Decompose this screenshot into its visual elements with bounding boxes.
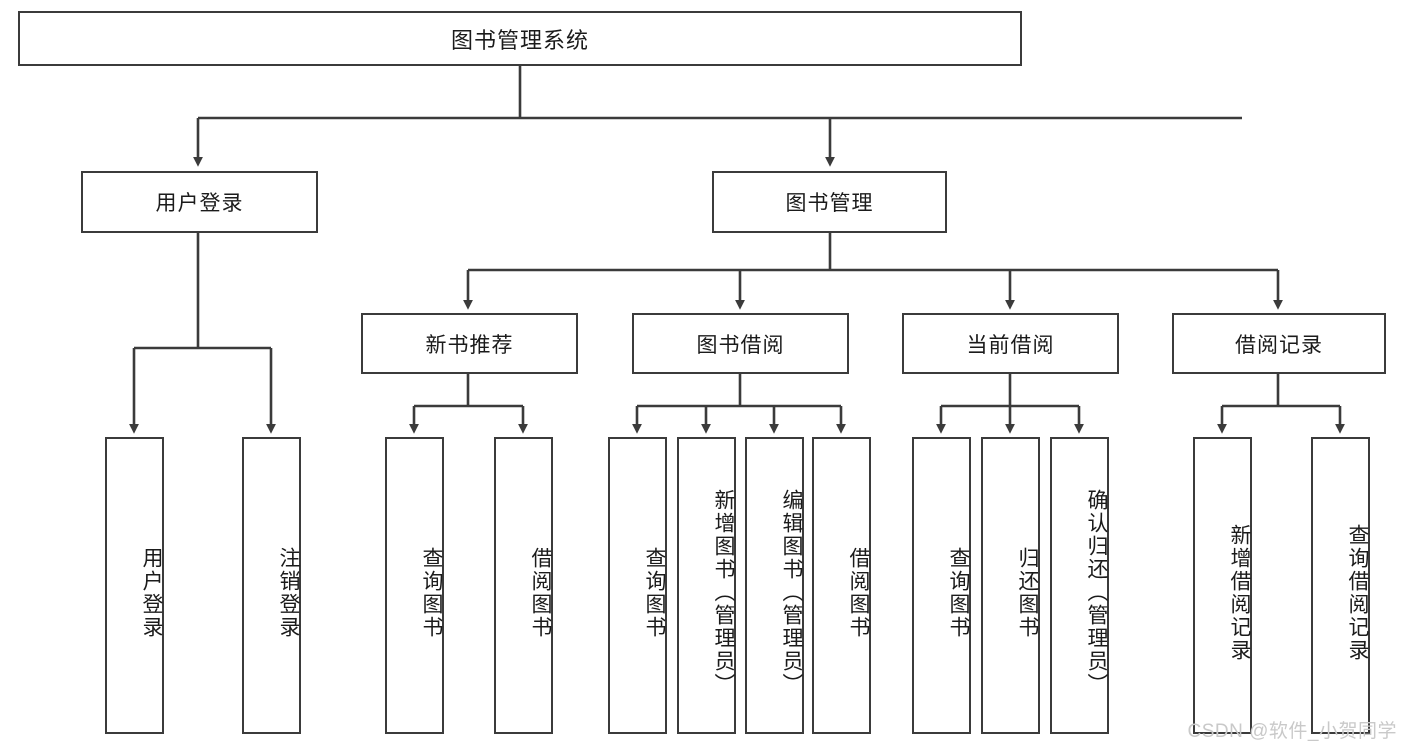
node-user-login[interactable]: 用户登录 (81, 171, 318, 233)
node-label: 用户登录 (140, 546, 163, 639)
leaf-query-book-recommend[interactable]: 查询图书 (385, 437, 444, 734)
node-borrow-records[interactable]: 借阅记录 (1172, 313, 1386, 374)
node-label: 查询图书 (643, 546, 666, 639)
node-label: 编辑图书（管理员） (780, 489, 803, 696)
leaf-query-book-borrow[interactable]: 查询图书 (608, 437, 667, 734)
node-label: 借阅图书 (847, 546, 870, 639)
node-label: 查询借阅记录 (1346, 523, 1369, 662)
leaf-return-book[interactable]: 归还图书 (981, 437, 1040, 734)
leaf-borrow-book-recommend[interactable]: 借阅图书 (494, 437, 553, 734)
node-label: 新增借阅记录 (1228, 523, 1251, 662)
leaf-edit-book-admin[interactable]: 编辑图书（管理员） (745, 437, 804, 734)
leaf-query-borrow-record[interactable]: 查询借阅记录 (1311, 437, 1370, 734)
node-label: 借阅记录 (1235, 333, 1323, 357)
node-label: 图书管理系统 (450, 27, 589, 53)
leaf-add-borrow-record[interactable]: 新增借阅记录 (1193, 437, 1252, 734)
node-book-borrow[interactable]: 图书借阅 (632, 313, 849, 374)
node-book-management[interactable]: 图书管理 (712, 171, 947, 233)
leaf-confirm-return-admin[interactable]: 确认归还（管理员） (1050, 437, 1109, 734)
node-label: 归还图书 (1016, 546, 1039, 639)
node-label: 图书管理 (785, 192, 874, 215)
node-label: 查询图书 (420, 546, 443, 639)
leaf-add-book-admin[interactable]: 新增图书（管理员） (677, 437, 736, 734)
node-label: 查询图书 (947, 546, 970, 639)
node-label: 注销登录 (277, 546, 300, 639)
leaf-user-login[interactable]: 用户登录 (105, 437, 164, 734)
node-new-book-recommend[interactable]: 新书推荐 (361, 313, 578, 374)
node-label: 新增图书（管理员） (712, 489, 735, 696)
node-label: 借阅图书 (529, 546, 552, 639)
node-root-system[interactable]: 图书管理系统 (18, 11, 1022, 66)
node-label: 用户登录 (155, 192, 244, 215)
leaf-borrow-book[interactable]: 借阅图书 (812, 437, 871, 734)
node-label: 当前借阅 (966, 333, 1055, 357)
node-label: 新书推荐 (425, 333, 514, 357)
node-current-borrow[interactable]: 当前借阅 (902, 313, 1119, 374)
node-label: 图书借阅 (696, 333, 785, 357)
leaf-query-book-current[interactable]: 查询图书 (912, 437, 971, 734)
leaf-logout[interactable]: 注销登录 (242, 437, 301, 734)
node-label: 确认归还（管理员） (1085, 489, 1108, 696)
